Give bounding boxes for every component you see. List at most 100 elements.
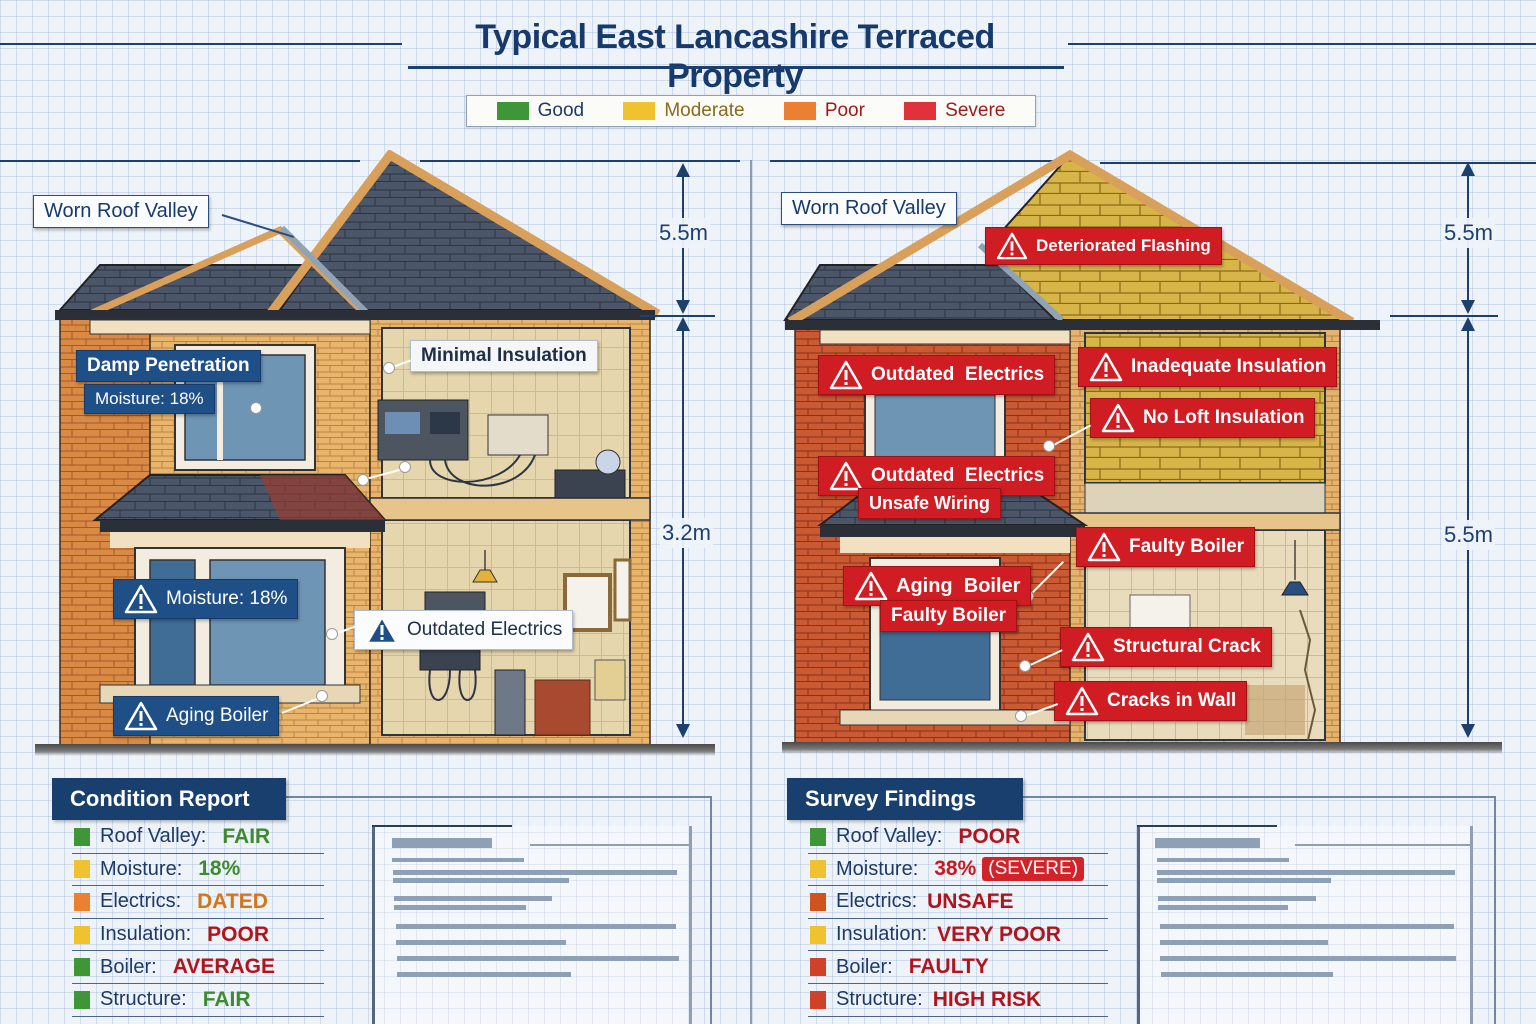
document-line <box>1157 878 1331 883</box>
callout-deteriorated-flashing: Deteriorated Flashing <box>985 227 1222 265</box>
right-ground-line <box>782 742 1502 754</box>
status-square <box>74 860 90 879</box>
callout-outdated-electrics-lower: Outdated Electrics <box>818 456 1056 496</box>
callout-label: No Loft Insulation <box>1143 407 1305 428</box>
document-line <box>1160 940 1328 945</box>
dimension-label-roof: 5.5m <box>657 218 710 248</box>
condition-report-heading: Condition Report <box>52 778 286 820</box>
callout-label: Cracks in Wall <box>1107 690 1237 711</box>
row-label: Moisture: <box>100 857 183 880</box>
row-value: UNSAFE <box>927 889 1014 913</box>
warning-icon <box>854 571 888 601</box>
callout-label: Structural Crack <box>1113 636 1261 657</box>
legend-item-severe: Severe <box>904 100 1005 122</box>
leader-dot <box>1019 660 1031 672</box>
callout-label: Faulty Boiler <box>891 605 1007 626</box>
row-value: HIGH RISK <box>932 987 1042 1011</box>
callout-label: Inadequate Insulation <box>1131 356 1327 377</box>
callout-minimal-insulation: Minimal Insulation <box>410 340 598 372</box>
center-divider <box>750 160 752 1024</box>
document-line <box>394 905 526 910</box>
document-line <box>393 870 677 875</box>
document-line <box>396 940 566 945</box>
guide-line <box>1100 162 1536 164</box>
callout-label: Aging Boiler <box>166 705 269 726</box>
row-label: Structure: <box>100 988 187 1011</box>
document-line <box>393 878 569 883</box>
callout-outdated-electrics-upper: Outdated Electrics <box>818 355 1056 395</box>
document-icon-edge <box>530 844 690 846</box>
callout-label: Moisture: 18% <box>95 389 204 408</box>
survey-row-insulation: Insulation: VERY POOR <box>808 919 1108 952</box>
dimension-arrow-up <box>1461 317 1475 331</box>
condition-row-structure: Structure: FAIR <box>72 984 324 1017</box>
legend-label: Good <box>537 100 585 121</box>
row-label: Roof Valley: <box>100 825 207 848</box>
callout-label: Worn Roof Valley <box>792 197 946 219</box>
warning-icon <box>365 615 399 645</box>
dimension-arrow-up <box>676 163 690 177</box>
row-value: VERY POOR <box>937 922 1061 946</box>
document-line <box>1158 896 1316 901</box>
row-value: DATED <box>197 889 268 913</box>
status-square <box>74 958 90 977</box>
row-label: Boiler: <box>836 955 893 978</box>
callout-damp-moisture: Moisture: 18% <box>84 384 215 414</box>
condition-report-frame <box>52 796 712 1024</box>
survey-row-electrics: Electrics: UNSAFE <box>808 886 1108 919</box>
legend-label: Moderate <box>664 100 745 121</box>
status-square <box>74 827 90 846</box>
document-line <box>392 838 492 848</box>
leader-dot <box>357 474 369 486</box>
warning-icon <box>829 360 863 390</box>
status-square <box>74 892 90 911</box>
row-label: Electrics: <box>100 890 182 913</box>
callout-inadequate-insulation: Inadequate Insulation <box>1078 347 1338 387</box>
leader-dot <box>250 402 262 414</box>
callout-label: Minimal Insulation <box>421 345 587 366</box>
survey-findings-frame <box>790 796 1496 1024</box>
document-line <box>397 972 571 977</box>
legend-label: Poor <box>824 100 865 121</box>
callout-unsafe-wiring: Unsafe Wiring <box>858 488 1001 519</box>
row-value: AVERAGE <box>172 955 275 979</box>
callout-label: Outdated Electrics <box>871 465 1045 486</box>
document-line <box>1157 858 1289 862</box>
callout-aging-boiler: Aging Boiler <box>843 566 1032 606</box>
callout-faulty-boiler-lower: Faulty Boiler <box>880 600 1018 632</box>
callout-label: Unsafe Wiring <box>869 493 990 513</box>
survey-findings-heading: Survey Findings <box>787 778 1023 820</box>
status-square <box>74 925 90 944</box>
row-value: POOR <box>958 824 1021 848</box>
warning-icon <box>996 232 1028 260</box>
status-square <box>810 925 826 944</box>
row-label: Electrics: <box>836 890 918 913</box>
dimension-arrow-down <box>1461 724 1475 738</box>
row-label: Moisture: <box>836 857 919 880</box>
warning-icon <box>124 701 158 731</box>
warning-icon <box>829 461 863 491</box>
row-value: FAIR <box>202 987 251 1011</box>
condition-row-insulation: Insulation: POOR <box>72 919 324 952</box>
dimension-label-walls: 3.2m <box>660 518 713 548</box>
document-line <box>397 956 679 961</box>
document-line <box>394 896 552 901</box>
document-icon-edge <box>1295 844 1471 846</box>
leader-dot <box>383 362 395 374</box>
callout-structural-crack: Structural Crack <box>1060 627 1272 667</box>
survey-row-roof-valley: Roof Valley: POOR <box>808 821 1108 854</box>
leader-dot <box>1015 710 1027 722</box>
guide-line <box>420 160 740 162</box>
document-line <box>1158 905 1288 910</box>
title-rule-left <box>0 43 402 45</box>
condition-row-moisture: Moisture: 18% <box>72 854 324 887</box>
legend-label: Severe <box>945 100 1006 121</box>
callout-label: Outdated Electrics <box>407 619 563 640</box>
callout-label: Moisture: 18% <box>166 588 288 609</box>
severity-badge: (SEVERE) <box>982 857 1085 882</box>
legend-swatch-good <box>496 102 529 120</box>
survey-row-moisture: Moisture: 38% (SEVERE) <box>808 854 1108 887</box>
warning-icon <box>1071 632 1105 662</box>
dimension-arrow-down <box>1461 300 1475 314</box>
page-title: Typical East Lancashire Terraced Propert… <box>475 18 995 95</box>
